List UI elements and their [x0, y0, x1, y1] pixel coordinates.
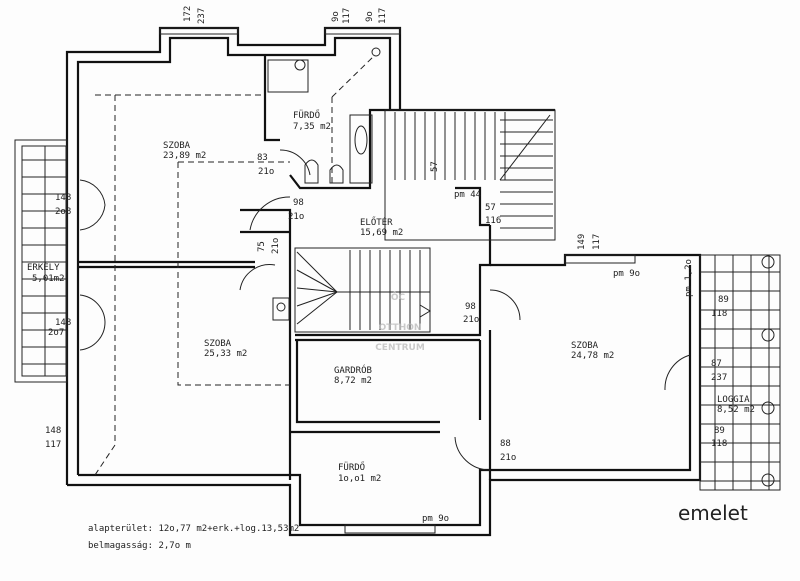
room-area: 24,78 m2: [571, 351, 614, 361]
svg-text:75: 75: [257, 241, 267, 252]
svg-text:148: 148: [45, 426, 61, 436]
svg-text:116: 116: [485, 216, 501, 226]
room-area: 5,01m2: [32, 274, 65, 284]
svg-text:237: 237: [711, 373, 727, 383]
svg-text:21o: 21o: [258, 167, 274, 177]
svg-text:117: 117: [45, 440, 61, 450]
outer-walls: [65, 26, 702, 537]
room-area: 25,33 m2: [204, 349, 247, 359]
hatch-line: [296, 291, 338, 307]
svg-text:2o7: 2o7: [48, 328, 64, 338]
loggia-terrace: [699, 254, 781, 491]
hatch-line: [296, 251, 338, 293]
roof-lines: [94, 54, 376, 476]
room-area: 8,52 m2: [717, 405, 755, 415]
svg-text:88: 88: [500, 439, 511, 449]
room-name: SZOBA: [163, 141, 191, 151]
room-name: ERKÉLY: [27, 261, 60, 273]
balcony: [14, 139, 68, 383]
hatch-line: [296, 269, 338, 293]
floor-title: emelet: [678, 501, 748, 525]
room-area: 7,35 m2: [293, 122, 331, 132]
svg-text:CENTRUM: CENTRUM: [375, 343, 425, 353]
svg-text:117: 117: [592, 234, 602, 250]
svg-text:148: 148: [55, 193, 71, 203]
svg-text:pm 9o: pm 9o: [422, 514, 449, 524]
svg-text:148: 148: [55, 318, 71, 328]
staircase: [294, 109, 556, 333]
svg-text:98: 98: [293, 198, 304, 208]
room-name: SZOBA: [204, 339, 232, 349]
svg-text:9o: 9o: [365, 11, 375, 22]
bathroom-fixtures: [267, 47, 381, 321]
svg-text:21o: 21o: [271, 238, 281, 254]
svg-text:pm 44: pm 44: [454, 190, 481, 200]
svg-text:pm 1,2o: pm 1,2o: [684, 259, 694, 297]
area-note: alapterület: 12o,77 m2+erk.+log.13,53m2: [88, 524, 299, 534]
svg-text:57: 57: [485, 203, 496, 213]
room-name: LOGGIA: [717, 395, 750, 405]
watermark-logo: ÔC OTTHON CENTRUM: [375, 291, 425, 353]
svg-text:21o: 21o: [288, 212, 304, 222]
svg-text:OTTHON: OTTHON: [379, 323, 422, 333]
svg-text:21o: 21o: [463, 315, 479, 325]
room-name: ELŐTÉR: [360, 216, 393, 228]
room-area: 1o,o1 m2: [338, 474, 381, 484]
svg-text:118: 118: [711, 439, 727, 449]
svg-text:83: 83: [257, 153, 268, 163]
door-swings: [79, 149, 691, 471]
room-area: 15,69 m2: [360, 228, 403, 238]
svg-text:57: 57: [430, 161, 440, 172]
room-name: GARDRÓB: [334, 364, 372, 376]
hatch-line: [499, 114, 551, 181]
svg-text:172: 172: [183, 6, 193, 22]
dimension-labels: 172 237 9o 117 9o 117 83 21o 98 21o 57 p…: [45, 6, 729, 524]
svg-text:89: 89: [714, 426, 725, 436]
svg-text:149: 149: [577, 234, 587, 250]
svg-text:117: 117: [378, 8, 388, 24]
room-area: 23,89 m2: [163, 151, 206, 161]
room-area: 8,72 m2: [334, 376, 372, 386]
svg-text:ÔC: ÔC: [391, 291, 406, 303]
room-name: SZOBA: [571, 341, 599, 351]
svg-text:89: 89: [718, 295, 729, 305]
height-note: belmagasság: 2,7o m: [88, 541, 191, 551]
svg-text:pm 9o: pm 9o: [613, 269, 640, 279]
svg-text:117: 117: [342, 8, 352, 24]
svg-text:118: 118: [711, 309, 727, 319]
svg-text:21o: 21o: [500, 453, 516, 463]
svg-text:9o: 9o: [331, 11, 341, 22]
room-labels: SZOBA 23,89 m2 FÜRDŐ 7,35 m2 ELŐTÉR 15,6…: [27, 110, 755, 484]
svg-text:237: 237: [197, 8, 207, 24]
svg-text:98: 98: [465, 302, 476, 312]
svg-text:87: 87: [711, 359, 722, 369]
room-name: FÜRDŐ: [293, 110, 320, 121]
svg-text:2o8: 2o8: [55, 207, 71, 217]
room-name: FÜRDŐ: [338, 462, 365, 473]
hatch-line: [296, 291, 338, 325]
hatch-line: [296, 287, 338, 293]
